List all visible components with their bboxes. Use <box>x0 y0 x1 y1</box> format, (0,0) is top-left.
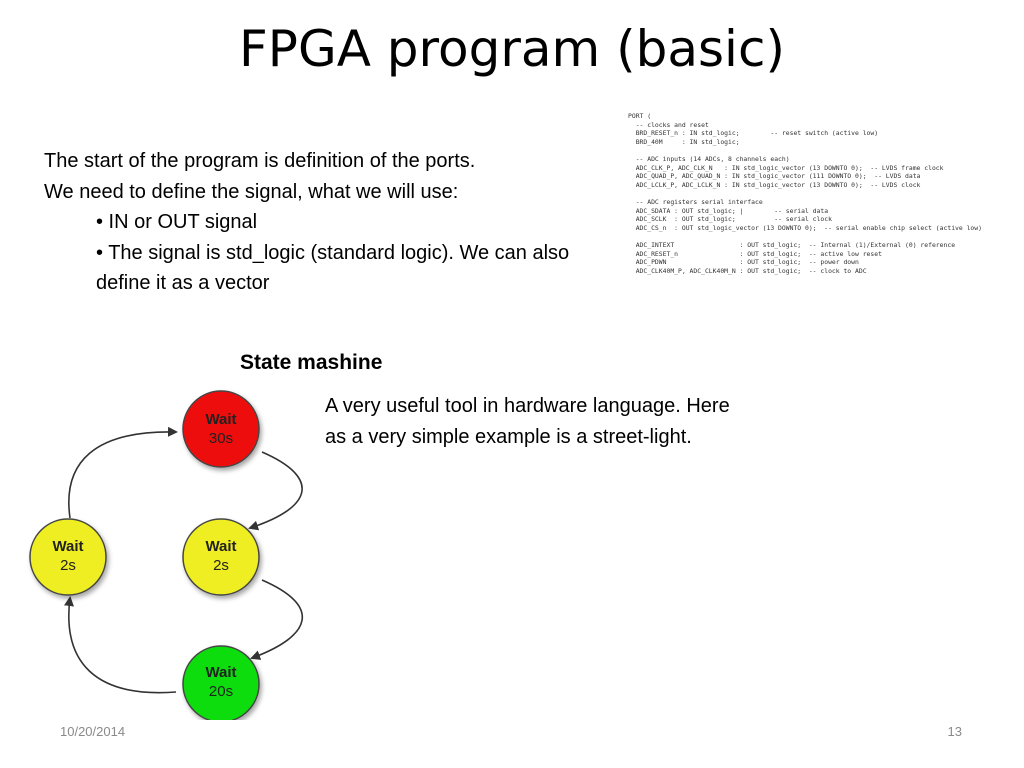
bullet-item-2: • The signal is std_logic (standard logi… <box>96 241 570 295</box>
page-number: 13 <box>947 724 962 739</box>
state-label: Wait <box>205 664 236 681</box>
state-node-green: Wait 20s <box>182 645 260 720</box>
state-time: 30s <box>209 430 233 447</box>
footer-date: 10/20/2014 <box>60 724 126 739</box>
code-text: PORT ( -- clocks and reset BRD_RESET_n :… <box>628 112 982 275</box>
state-time: 2s <box>60 557 76 574</box>
state-label: Wait <box>52 538 83 555</box>
state-machine-description: A very useful tool in hardware language.… <box>325 395 730 448</box>
intro-line-2: We need to define the signal, what we wi… <box>44 180 459 203</box>
vhdl-port-code: PORT ( -- clocks and reset BRD_RESET_n :… <box>628 112 1008 287</box>
bullet-item-1: • IN or OUT signal <box>96 211 258 233</box>
state-node-yellow-right: Wait 2s <box>182 518 260 596</box>
state-node-yellow-left: Wait 2s <box>29 518 107 596</box>
intro-line-1: The start of the program is definition o… <box>44 150 476 172</box>
transition-arrow-red-to-yellow <box>248 451 303 531</box>
state-label: Wait <box>205 538 236 555</box>
state-machine-title: State mashine <box>240 351 383 374</box>
state-label: Wait <box>205 411 236 428</box>
state-machine-diagram: Wait 30s Wait 2s Wait 2s Wait 20s <box>29 390 304 720</box>
state-time: 2s <box>213 557 229 574</box>
state-node-red: Wait 30s <box>182 390 260 468</box>
transition-arrow-yellow-to-green <box>250 579 304 660</box>
slide-title: FPGA program (basic) <box>239 20 785 78</box>
transition-arrow-left-to-red <box>68 426 178 519</box>
intro-text: The start of the program is definition o… <box>44 146 614 299</box>
state-time: 20s <box>209 683 233 700</box>
transition-arrow-green-to-left <box>64 596 177 694</box>
